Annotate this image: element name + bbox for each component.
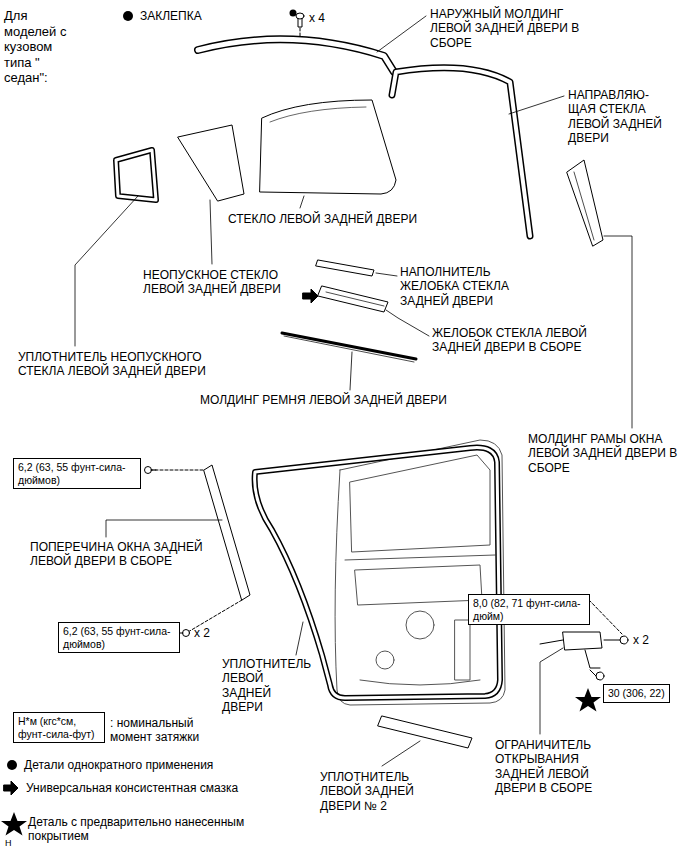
part-label: МОЛДИНГ РЕМНЯ ЛЕВОЙ ЗАДНЕЙ ДВЕРИ — [200, 393, 447, 407]
part-label-text: НЕОПУСКНОЕ СТЕКЛО ЛЕВОЙ ЗАДНЕЙ ДВЕРИ — [143, 268, 281, 296]
quantity-text: x 2 — [633, 633, 649, 647]
legend-text: Универсальная консистентная смазка — [26, 781, 238, 795]
part-label: ПОПЕРЕЧИНА ОКНА ЗАДНЕЙ ЛЕВОЙ ДВЕРИ В СБО… — [30, 540, 218, 569]
part-label: УПЛОТНИТЕЛЬ НЕОПУСКНОГО СТЕКЛА ЛЕВОЙ ЗАД… — [18, 350, 218, 379]
torque-value: 8,0 (82, 71 фунт-сила-дюйм) — [468, 594, 590, 625]
legend-note: : номинальный момент затяжки — [110, 716, 210, 745]
part-label: НАПРАВЛЯЮ- ЩАЯ СТЕКЛА ЛЕВОЙ ЗАДНЕЙ ДВЕРИ — [568, 88, 673, 146]
part-label-text: НАПОЛНИТЕЛЬ ЖЕЛОБКА СТЕКЛА ЗАДНЕЙ ДВЕРИ — [400, 265, 509, 308]
precoated-star — [1, 812, 27, 836]
leader-line — [150, 470, 204, 471]
figure-id: Н — [5, 838, 12, 849]
part-label: ЖЕЛОБОК СТЕКЛА ЛЕВОЙ ЗАДНЕЙ ДВЕРИ В СБОР… — [432, 326, 612, 355]
torque-value: 30 (306, 22) — [603, 684, 670, 703]
part-label-text: ПОПЕРЕЧИНА ОКНА ЗАДНЕЙ ЛЕВОЙ ДВЕРИ В СБО… — [30, 540, 203, 568]
division-bar — [204, 465, 250, 600]
rivet — [290, 10, 305, 28]
torque-text: 8,0 (82, 71 фунт-сила-дюйм) — [473, 597, 585, 622]
legend-entry: Детали однократного применения — [24, 758, 304, 772]
door-panel — [335, 440, 505, 705]
grease-arrow — [303, 289, 318, 303]
torque-text: Н*м (кгс*см, фунт-сила-фут) — [18, 715, 100, 740]
torque-text: 6,2 (63, 55 фунт-сила-дюймов) — [63, 625, 175, 650]
part-label: УПЛОТНИТЕЛЬ ЛЕВОЙ ЗАДНЕЙ ДВЕРИ — [222, 657, 314, 715]
bolt — [590, 670, 604, 680]
one-time-dot — [123, 11, 133, 21]
glass-edge — [270, 107, 366, 122]
part-label-text: ЖЕЛОБОК СТЕКЛА ЛЕВОЙ ЗАДНЕЙ ДВЕРИ В СБОР… — [432, 326, 587, 354]
part-label-text: СТЕКЛО ЛЕВОЙ ЗАДНЕЙ ДВЕРИ — [228, 212, 417, 226]
part-label-text: ЗАКЛЕПКА — [140, 9, 202, 23]
quantity: x 2 — [194, 626, 210, 640]
bolt — [145, 467, 157, 474]
channel-filler — [316, 260, 374, 276]
belt-molding-edge — [284, 336, 414, 362]
legend-entry: Универсальная консистентная смазка — [26, 781, 306, 795]
legend-entry: Деталь с предварительно нанесенным покры… — [28, 815, 293, 844]
part-label-text: МОЛДИНГ РЕМНЯ ЛЕВОЙ ЗАДНЕЙ ДВЕРИ — [200, 393, 447, 407]
quantity-text: x 4 — [309, 11, 325, 25]
glass-run — [392, 68, 530, 236]
torque-key-box: Н*м (кгс*см, фунт-сила-фут) — [13, 712, 105, 743]
torque-text: 30 (306, 22) — [608, 687, 665, 700]
part-label: НЕОПУСКНОЕ СТЕКЛО ЛЕВОЙ ЗАДНЕЙ ДВЕРИ — [143, 268, 308, 297]
part-label-text: ОГРАНИЧИТЕЛЬ ОТКРЫВАНИЯ ЗАДНЕЙ ЛЕВОЙ ДВЕ… — [495, 738, 592, 795]
torque-value: 6,2 (63, 55 фунт-сила-дюймов) — [13, 458, 141, 489]
quantity: x 2 — [633, 633, 649, 647]
part-label: УПЛОТНИТЕЛЬ ЛЕВОЙ ЗАДНЕЙ ДВЕРИ № 2 — [320, 770, 442, 813]
part-label: ЗАКЛЕПКА — [140, 9, 202, 23]
leader-lines — [75, 16, 632, 766]
door-check — [540, 632, 602, 668]
frame-molding-edge — [574, 172, 594, 240]
model-note: Для моделей с кузовом типа " седан": — [4, 8, 68, 86]
glass-channel-edge — [326, 292, 384, 306]
frame-molding — [567, 160, 603, 246]
part-label-text: УПЛОТНИТЕЛЬ ЛЕВОЙ ЗАДНЕЙ ДВЕРИ — [222, 657, 311, 714]
torque-text: 6,2 (63, 55 фунт-сила-дюймов) — [18, 461, 136, 486]
torque-value: 6,2 (63, 55 фунт-сила-дюймов) — [58, 622, 180, 653]
part-label-text: УПЛОТНИТЕЛЬ НЕОПУСКНОГО СТЕКЛА ЛЕВОЙ ЗАД… — [18, 350, 206, 378]
part-label-text: НАПРАВЛЯЮ- ЩАЯ СТЕКЛА ЛЕВОЙ ЗАДНЕЙ ДВЕРИ — [568, 88, 662, 145]
quantity: x 4 — [309, 11, 325, 25]
legend-note-text: : номинальный момент затяжки — [110, 716, 199, 744]
one-time-dot — [7, 760, 17, 770]
part-label: НАРУЖНЫЙ МОЛДИНГ ЛЕВОЙ ЗАДНЕЙ ДВЕРИ В СБ… — [430, 7, 595, 50]
part-label: ОГРАНИЧИТЕЛЬ ОТКРЫВАНИЯ ЗАДНЕЙ ЛЕВОЙ ДВЕ… — [495, 738, 630, 796]
glass-channel — [318, 286, 388, 312]
legend-text: Деталь с предварительно нанесенным покры… — [28, 815, 244, 843]
part-label: СТЕКЛО ЛЕВОЙ ЗАДНЕЙ ДВЕРИ — [228, 212, 417, 226]
quantity-text: x 2 — [194, 626, 210, 640]
part-label: НАПОЛНИТЕЛЬ ЖЕЛОБКА СТЕКЛА ЗАДНЕЙ ДВЕРИ — [400, 265, 522, 308]
part-label: МОЛДИНГ РАМЫ ОКНА ЛЕВОЙ ЗАДНЕЙ ДВЕРИ В С… — [528, 432, 678, 475]
part-label-text: НАРУЖНЫЙ МОЛДИНГ ЛЕВОЙ ЗАДНЕЙ ДВЕРИ В СБ… — [430, 7, 579, 50]
part-label-text: МОЛДИНГ РАМЫ ОКНА ЛЕВОЙ ЗАДНЕЙ ДВЕРИ В С… — [528, 432, 677, 475]
door-glass — [260, 100, 396, 194]
figure-id-text: Н — [5, 838, 12, 848]
legend-text: Детали однократного применения — [24, 758, 213, 772]
bolt — [604, 636, 628, 644]
outer-molding — [198, 39, 394, 72]
quarter-glass — [178, 125, 244, 201]
belt-molding — [282, 333, 416, 359]
model-note-text: Для моделей с кузовом типа " седан": — [4, 8, 66, 85]
leader-line — [589, 600, 622, 634]
quarter-glass-seal — [116, 150, 156, 200]
precoated-star — [575, 688, 601, 712]
grease-arrow — [4, 781, 18, 795]
part-label-text: УПЛОТНИТЕЛЬ ЛЕВОЙ ЗАДНЕЙ ДВЕРИ № 2 — [320, 770, 414, 813]
weatherstrip-no2 — [378, 716, 472, 748]
